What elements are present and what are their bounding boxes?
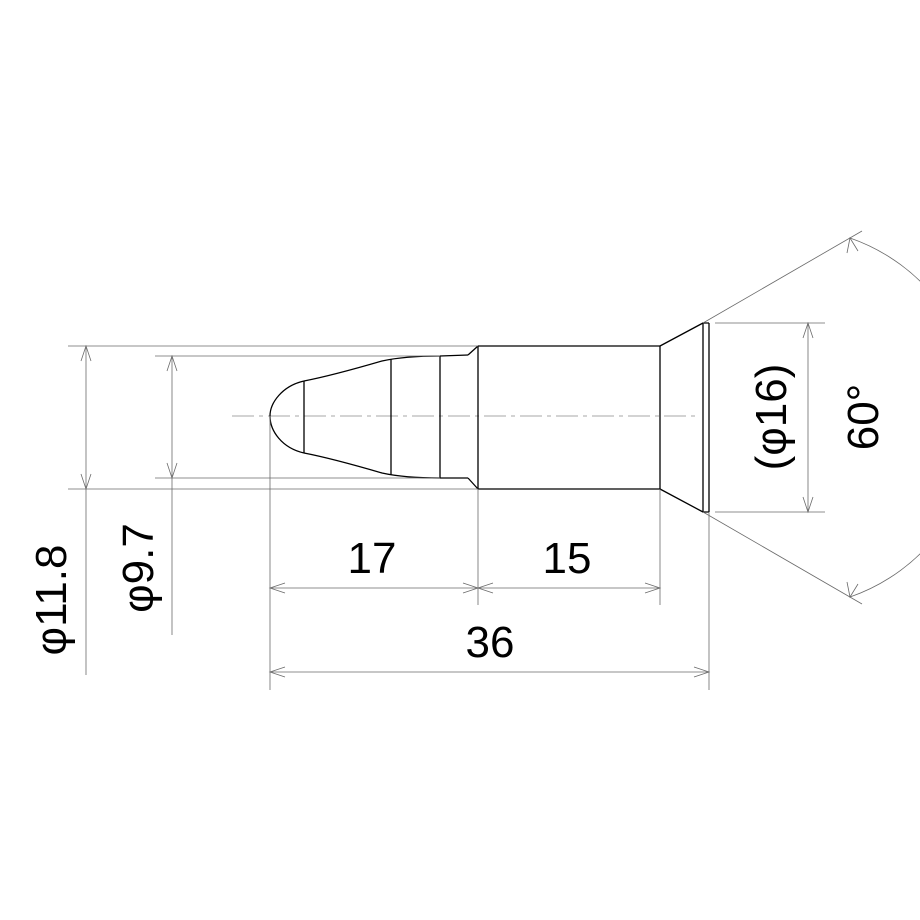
head-flare-upper [659,322,709,347]
tip-cone-upper [303,354,469,382]
dia-head-label: (φ16) [747,364,796,471]
dim-body-length: 15 [476,534,662,594]
head-angle-label: 60° [839,384,888,451]
head-flare-lower [659,488,709,513]
dia-neck-label: φ9.7 [114,523,163,613]
len-tip-label: 17 [348,534,397,583]
dim-tip-length: 17 [268,534,480,594]
len-body-label: 15 [543,534,592,583]
dim-total-length: 36 [268,618,711,678]
len-total-label: 36 [466,618,515,667]
dim-head-diameter: (φ16) [747,321,814,514]
step-lower [467,477,479,490]
tip-cone-lower [303,452,468,479]
dim-neck-diameter: φ9.7 [114,354,178,635]
extension-lines [68,230,863,690]
tip-nose [269,380,305,454]
step-upper [467,345,479,356]
dim-head-angle: 60° [839,236,920,599]
dia-outer-label: φ11.8 [27,545,76,656]
dim-outer-diameter: φ11.8 [27,344,92,675]
tip-outline [269,322,710,513]
